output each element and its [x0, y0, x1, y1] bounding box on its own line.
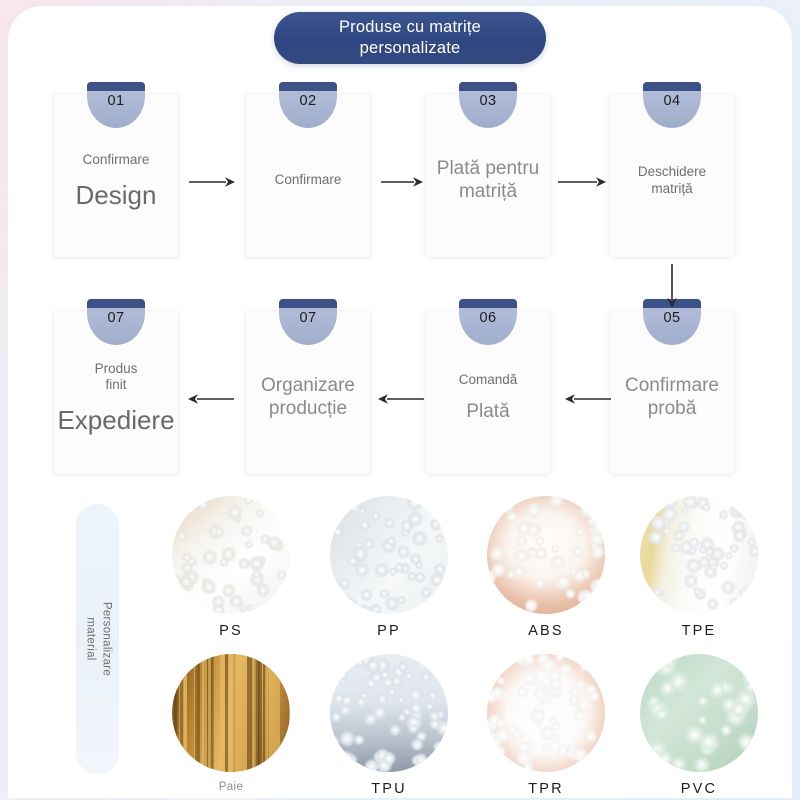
step-number-text: 07 — [107, 310, 125, 326]
material-side-label: Personalizare material — [84, 601, 113, 677]
material-label: TPU — [371, 781, 407, 797]
material-texture — [330, 654, 448, 772]
material-item[interactable]: PP — [326, 496, 452, 639]
arrow-right-01-02 — [189, 175, 235, 189]
material-texture — [330, 496, 448, 614]
material-item[interactable]: PVC — [636, 654, 762, 797]
badge-top-bar — [459, 299, 517, 308]
step-primary-text: Expediere — [57, 404, 175, 435]
step-number-badge: 06 — [459, 299, 517, 345]
step-primary-text: Plată pentru matriță — [436, 158, 540, 202]
pvc-granules-icon — [640, 654, 758, 772]
step-number-text: 01 — [107, 93, 125, 109]
step-card-body: Plată pentru matriță — [432, 158, 544, 203]
page-title-banner: Produse cu matrițe personalizate — [274, 12, 546, 64]
material-label: PS — [219, 623, 243, 639]
step-card-body: Deschidere matriță — [616, 164, 728, 196]
material-label: ABS — [528, 623, 564, 639]
abs-pellets-hand-icon — [487, 496, 605, 614]
badge-top-bar — [87, 82, 145, 91]
step-number-badge: 01 — [87, 82, 145, 128]
material-texture — [487, 654, 605, 772]
step-secondary-text: Confirmare — [82, 151, 150, 167]
material-label: PVC — [680, 781, 718, 797]
step-number-text: 04 — [663, 93, 681, 109]
step-number-text: 07 — [299, 310, 317, 326]
arrow-left-06-07a — [378, 392, 424, 406]
step-primary-text: Design — [75, 179, 157, 210]
step-number-badge: 04 — [643, 82, 701, 128]
material-label: Paie — [218, 781, 244, 793]
badge-top-bar — [279, 82, 337, 91]
step-number-text: 03 — [479, 93, 497, 109]
step-number-text: 02 — [299, 93, 317, 109]
pp-pellets-icon — [330, 496, 448, 614]
step-primary-text: Confirmare probă — [625, 375, 719, 419]
step-card-body: Confirmare — [252, 172, 364, 188]
material-item[interactable]: ABS — [483, 496, 609, 639]
step-number-badge: 07 — [87, 299, 145, 345]
material-item[interactable]: Paie — [168, 654, 294, 793]
material-label: PP — [377, 623, 401, 639]
material-item[interactable]: TPE — [636, 496, 762, 639]
step-number-text: 05 — [663, 310, 681, 326]
tpe-pellets-icon — [640, 496, 758, 614]
tpu-pellets-icon — [330, 654, 448, 772]
material-label: TPR — [528, 781, 564, 797]
step-card-body: Organizare producție — [252, 375, 364, 420]
material-texture — [172, 496, 290, 614]
step-number-badge: 03 — [459, 82, 517, 128]
step-primary-text: Organizare producție — [261, 375, 355, 419]
step-secondary-text: Comandă — [458, 371, 518, 387]
badge-top-bar — [279, 299, 337, 308]
arrow-right-02-03 — [381, 175, 423, 189]
step-secondary-text: Confirmare — [274, 172, 342, 188]
straw-wheat-icon — [172, 654, 290, 772]
step-number-badge: 02 — [279, 82, 337, 128]
step-secondary-text: Deschidere matriță — [637, 164, 707, 196]
material-texture — [487, 496, 605, 614]
material-texture — [172, 654, 290, 772]
badge-top-bar — [459, 82, 517, 91]
step-primary-text: Plată — [466, 400, 510, 422]
step-secondary-text: Produs finit — [94, 360, 138, 392]
step-number-text: 06 — [479, 310, 497, 326]
material-texture — [640, 496, 758, 614]
material-side-pill: Personalizare material — [76, 504, 119, 774]
step-number-badge: 07 — [279, 299, 337, 345]
badge-top-bar — [87, 299, 145, 308]
arrow-right-03-04 — [558, 175, 606, 189]
arrow-down-04-05 — [665, 264, 679, 313]
material-item[interactable]: PS — [168, 496, 294, 639]
badge-top-bar — [643, 82, 701, 91]
arrow-left-07a-07b — [188, 392, 234, 406]
material-label: TPE — [681, 623, 717, 639]
material-item[interactable]: TPU — [326, 654, 452, 797]
arrow-left-05-06 — [565, 392, 611, 406]
material-item[interactable]: TPR — [483, 654, 609, 797]
step-card-body: Confirmare probă — [616, 375, 728, 420]
tpr-pellets-hand-icon — [487, 654, 605, 772]
ps-pellets-icon — [172, 496, 290, 614]
material-texture — [640, 654, 758, 772]
